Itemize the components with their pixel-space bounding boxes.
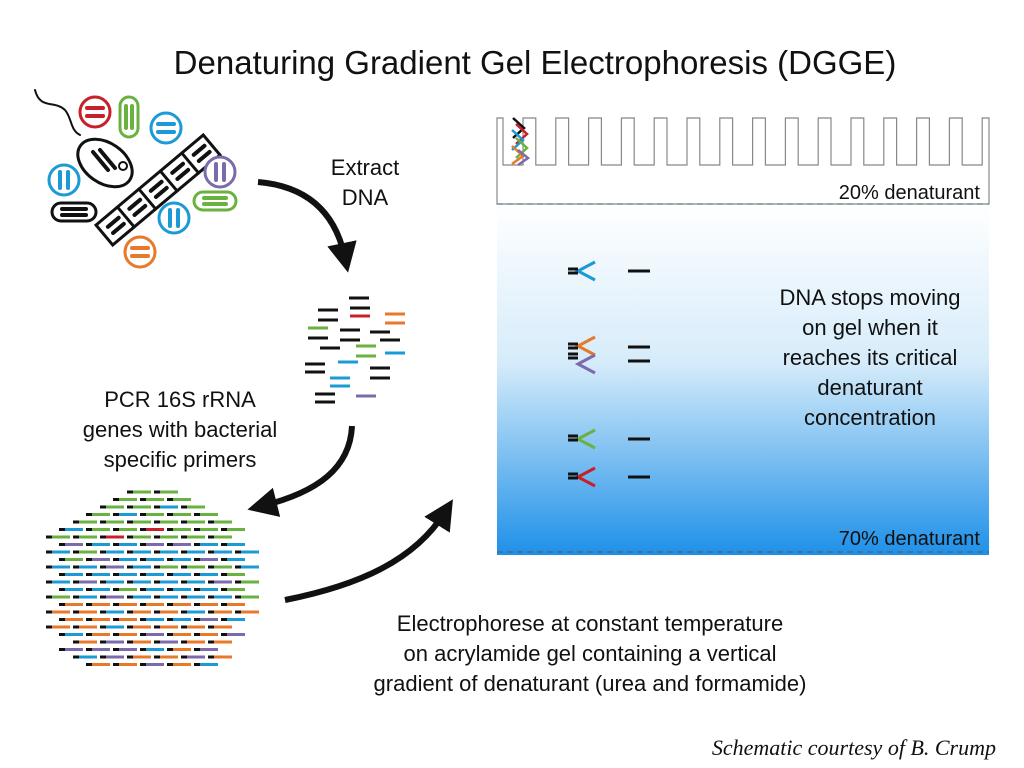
dna-stops-label-line: on gel when it [802,315,938,340]
extract-arrow-icon [257,179,357,273]
gel-band-red [568,466,650,488]
page-title: Denaturing Gradient Gel Electrophoresis … [173,44,897,81]
electrophorese-label-line: on acrylamide gel containing a vertical [403,641,777,666]
dna-stops-label: DNA stops moving on gel when it reaches … [740,283,1000,433]
extracted-dna-fragments-icon [305,296,405,404]
pcr-label-line: specific primers [103,447,257,472]
gel-band-blue [568,260,650,282]
pcr-label-line: PCR 16S rRNA [104,387,256,412]
electrophorese-label-line: Electrophorese at constant temperature [396,611,784,636]
electrophorese-label: Electrophorese at constant temperature o… [300,609,880,699]
denaturant-bottom-label: 70% denaturant [838,528,980,550]
denaturant-top-label: 20% denaturant [838,182,980,204]
extract-label-line: DNA [341,185,389,210]
gel-bands [568,260,650,488]
loaded-well-icon [511,117,531,167]
pcr-label-line: genes with bacterial [82,417,278,442]
gel-panel [496,117,990,555]
pcr-arrow-icon [247,425,355,517]
dna-stops-label-line: denaturant [817,375,923,400]
gel-band-green [568,428,650,450]
extract-dna-label: Extract DNA [310,153,420,213]
pcr-amplicon-cloud-icon [46,490,259,666]
extract-label-line: Extract [330,155,400,180]
gel-band-orange-purple [568,335,650,375]
pcr-label: PCR 16S rRNA genes with bacterial specif… [40,385,320,475]
dna-stops-label-line: reaches its critical [782,345,958,370]
bacteria-cluster-icon [34,89,238,269]
credit-text: Schematic courtesy of B. Crump [711,735,996,760]
electrophorese-label-line: gradient of denaturant (urea and formami… [373,671,807,696]
dna-stops-label-line: concentration [803,405,937,430]
dna-stops-label-line: DNA stops moving [779,285,961,310]
electrophorese-arrow-icon [284,499,453,603]
